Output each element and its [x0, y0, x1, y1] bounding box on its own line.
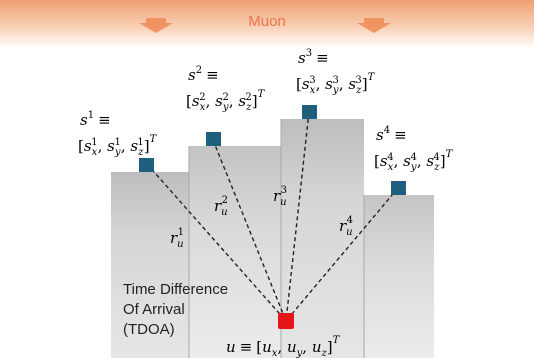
svg-text:[sx4, sy4, sz4]T: [sx4, sy4, sz4]T: [374, 149, 454, 173]
muon-arrow-left-icon: [139, 18, 173, 33]
tdoa-caption: Time Difference Of Arrival (TDOA): [123, 281, 228, 338]
muon-label: Muon: [248, 13, 286, 30]
tdoa-line-2: Of Arrival: [123, 301, 185, 318]
svg-text:s1≡: s1≡: [80, 110, 111, 129]
sensor-3-marker: [302, 105, 317, 119]
sensor-1-marker: [139, 158, 154, 172]
svg-text:[sx2, sy2, sz2]T: [sx2, sy2, sz2]T: [186, 89, 266, 113]
building-4: [364, 195, 434, 358]
receiver-label: u≡[ux, uy, uz]T: [226, 335, 341, 358]
sensor-2-marker: [206, 132, 221, 146]
range-line-2: [212, 139, 287, 322]
svg-text:[sx3, sy3, sz3]T: [sx3, sy3, sz3]T: [296, 72, 376, 96]
range-label-1: ru1: [170, 227, 184, 250]
sensor-4-marker: [391, 181, 406, 195]
buildings: [111, 119, 434, 358]
range-label-3: ru3: [273, 185, 287, 208]
sensor-4-label: s4≡ [sx4, sy4, sz4]T: [374, 125, 454, 173]
svg-text:s3≡: s3≡: [298, 48, 329, 67]
muon-band: [0, 0, 534, 48]
svg-text:s2≡: s2≡: [188, 65, 219, 84]
range-line-4: [285, 187, 399, 322]
range-lines: [146, 111, 399, 322]
svg-text:[sx1, sy1, sz1]T: [sx1, sy1, sz1]T: [78, 134, 158, 158]
muon-arrow-right-icon: [357, 18, 391, 33]
tdoa-line-3: (TDOA): [123, 321, 175, 338]
sensor-2-label: s2≡ [sx2, sy2, sz2]T: [186, 65, 266, 113]
range-label-4: ru4: [339, 215, 353, 238]
range-line-3: [285, 111, 310, 322]
building-2: [189, 146, 281, 358]
building-1: [111, 172, 191, 358]
receiver-marker: [278, 313, 294, 329]
sensor-3-label: s3≡ [sx3, sy3, sz3]T: [296, 48, 376, 96]
svg-text:s4≡: s4≡: [376, 125, 407, 144]
tdoa-line-1: Time Difference: [123, 281, 228, 298]
range-label-2: ru2: [214, 195, 228, 218]
sensor-1-label: s1≡ [sx1, sy1, sz1]T: [78, 110, 158, 158]
